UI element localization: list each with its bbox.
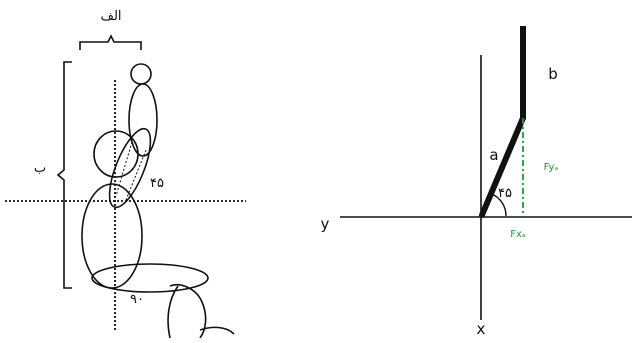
pelvis-shape: [81, 183, 143, 289]
bracket-top-label: الف: [100, 9, 121, 24]
lower-leg-shape: [167, 284, 207, 339]
seated-body-sketch: [5, 34, 246, 339]
trunk-inner-dotted: [115, 141, 147, 201]
horizontal-component-label: Fxₐ: [510, 229, 526, 240]
angle-arc: [491, 193, 507, 217]
force-diagram: [340, 26, 632, 320]
segment-b-label: b: [548, 65, 558, 83]
vertical-component-label: Fyₐ: [544, 162, 559, 173]
shoulder-shape: [93, 130, 139, 178]
neck-segment: [128, 83, 158, 157]
angle-lower-label: ۹۰: [130, 292, 144, 307]
angle-upper-label: ۴۵: [150, 176, 164, 191]
angle-label: ۴۵: [498, 186, 512, 201]
segment-a: [479, 115, 526, 218]
segment-a-label: a: [489, 146, 498, 164]
bracket-left-label: ب: [34, 161, 46, 176]
thigh-shape: [91, 263, 209, 293]
axis-x-label: x: [477, 320, 486, 338]
foot-shape: [199, 326, 235, 335]
top-bracket: [79, 34, 142, 50]
left-bracket: [56, 61, 72, 289]
axis-y-label: y: [321, 215, 330, 233]
trunk-segment: [108, 127, 152, 209]
head-shape: [130, 63, 152, 85]
